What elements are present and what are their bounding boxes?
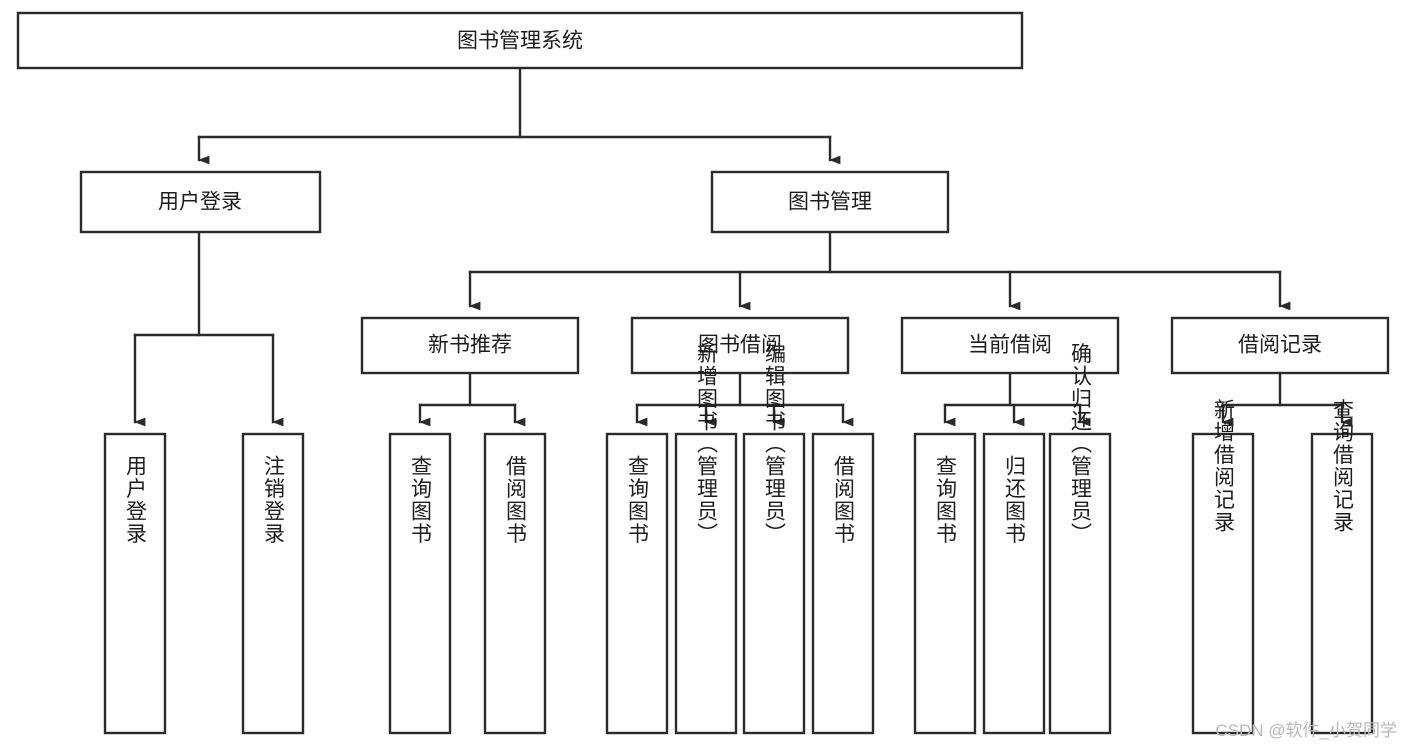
- leaf-book-borrow-4-box[interactable]: [811, 432, 875, 735]
- node-book-borrow-label: 图书借阅: [698, 334, 782, 357]
- leaf-book-borrow-4-label: 借阅图书: [832, 455, 856, 545]
- node-book-manage-label: 图书管理: [788, 191, 872, 214]
- leaf-borrow-record-2[interactable]: 查询借阅记录: [1310, 399, 1374, 735]
- node-root-label: 图书管理系统: [457, 30, 583, 53]
- node-new-book-recommend-box[interactable]: [360, 316, 580, 375]
- node-new-book-recommend[interactable]: 新书推荐: [360, 316, 580, 375]
- leaf-new-book-1[interactable]: 查询图书: [388, 432, 452, 735]
- leaf-book-borrow-2[interactable]: 新增图书（管理员）: [674, 343, 738, 735]
- leaf-borrow-record-2-label: 查询借阅记录: [1331, 399, 1355, 534]
- connector-group-borrow-record: [1221, 371, 1353, 427]
- node-borrow-record-box[interactable]: [1170, 316, 1390, 375]
- leaf-book-borrow-2-label: 新增图书（管理员）: [695, 343, 719, 546]
- leaf-borrow-record-1-box[interactable]: [1191, 432, 1255, 735]
- connector-group-book-manage: [468, 230, 1291, 311]
- node-user-login[interactable]: 用户登录: [79, 170, 322, 234]
- leaf-user-login-2[interactable]: 注销登录: [241, 432, 305, 735]
- leaf-new-book-1-box[interactable]: [388, 432, 452, 735]
- leaf-new-book-2[interactable]: 借阅图书: [483, 432, 547, 735]
- node-user-login-label: 用户登录: [158, 191, 242, 214]
- connector-group-user-login: [133, 230, 284, 427]
- leaf-book-borrow-3[interactable]: 编辑图书（管理员）: [742, 343, 806, 735]
- node-root[interactable]: 图书管理系统: [16, 11, 1024, 70]
- connector-group-new-book: [418, 371, 526, 427]
- leaf-current-borrow-3-label: 确认归还（管理员）: [1069, 343, 1093, 546]
- node-user-login-box[interactable]: [79, 170, 322, 234]
- leaf-current-borrow-2[interactable]: 归还图书: [982, 432, 1046, 735]
- node-borrow-record-label: 借阅记录: [1238, 334, 1322, 357]
- leaf-user-login-1-box[interactable]: [103, 432, 167, 735]
- connector-group-book-borrow: [635, 371, 854, 427]
- node-current-borrow-box[interactable]: [900, 316, 1120, 375]
- leaf-new-book-2-box[interactable]: [483, 432, 547, 735]
- leaf-borrow-record-2-box[interactable]: [1310, 432, 1374, 735]
- leaf-book-borrow-3-label: 编辑图书（管理员）: [763, 343, 787, 546]
- leaf-user-login-1-label: 用户登录: [124, 455, 148, 545]
- leaf-borrow-record-1[interactable]: 新增借阅记录: [1191, 399, 1255, 735]
- node-book-borrow-box[interactable]: [630, 316, 850, 375]
- leaf-book-borrow-1-label: 查询图书: [626, 455, 650, 545]
- leaf-user-login-2-label: 注销登录: [262, 455, 286, 545]
- leaf-book-borrow-3-box[interactable]: [742, 432, 806, 735]
- node-new-book-recommend-label: 新书推荐: [428, 334, 512, 357]
- connector-group-current-borrow: [943, 371, 1091, 427]
- leaf-book-borrow-1[interactable]: 查询图书: [605, 432, 669, 735]
- leaf-current-borrow-2-label: 归还图书: [1003, 455, 1027, 545]
- leaf-new-book-1-label: 查询图书: [409, 455, 433, 545]
- node-borrow-record[interactable]: 借阅记录: [1170, 316, 1390, 375]
- connector-group-root: [197, 66, 841, 165]
- leaf-current-borrow-1-box[interactable]: [913, 432, 977, 735]
- node-current-borrow[interactable]: 当前借阅: [900, 316, 1120, 375]
- node-book-borrow[interactable]: 图书借阅: [630, 316, 850, 375]
- leaf-book-borrow-2-box[interactable]: [674, 432, 738, 735]
- leaf-user-login-1[interactable]: 用户登录: [103, 432, 167, 735]
- leaf-new-book-2-label: 借阅图书: [504, 455, 528, 545]
- node-current-borrow-label: 当前借阅: [968, 334, 1052, 357]
- leaf-book-borrow-4[interactable]: 借阅图书: [811, 432, 875, 735]
- leaf-user-login-2-box[interactable]: [241, 432, 305, 735]
- leaf-current-borrow-1-label: 查询图书: [934, 455, 958, 545]
- node-root-box[interactable]: [16, 11, 1024, 70]
- leaf-borrow-record-1-label: 新增借阅记录: [1212, 399, 1236, 534]
- leaf-current-borrow-3-box[interactable]: [1048, 432, 1112, 735]
- leaf-current-borrow-1[interactable]: 查询图书: [913, 432, 977, 735]
- leaf-current-borrow-2-box[interactable]: [982, 432, 1046, 735]
- node-book-manage-box[interactable]: [710, 170, 950, 234]
- watermark-label: CSDN @软件_小贺同学: [1215, 721, 1397, 740]
- leaf-book-borrow-1-box[interactable]: [605, 432, 669, 735]
- leaf-current-borrow-3[interactable]: 确认归还（管理员）: [1048, 343, 1112, 735]
- node-book-manage[interactable]: 图书管理: [710, 170, 950, 234]
